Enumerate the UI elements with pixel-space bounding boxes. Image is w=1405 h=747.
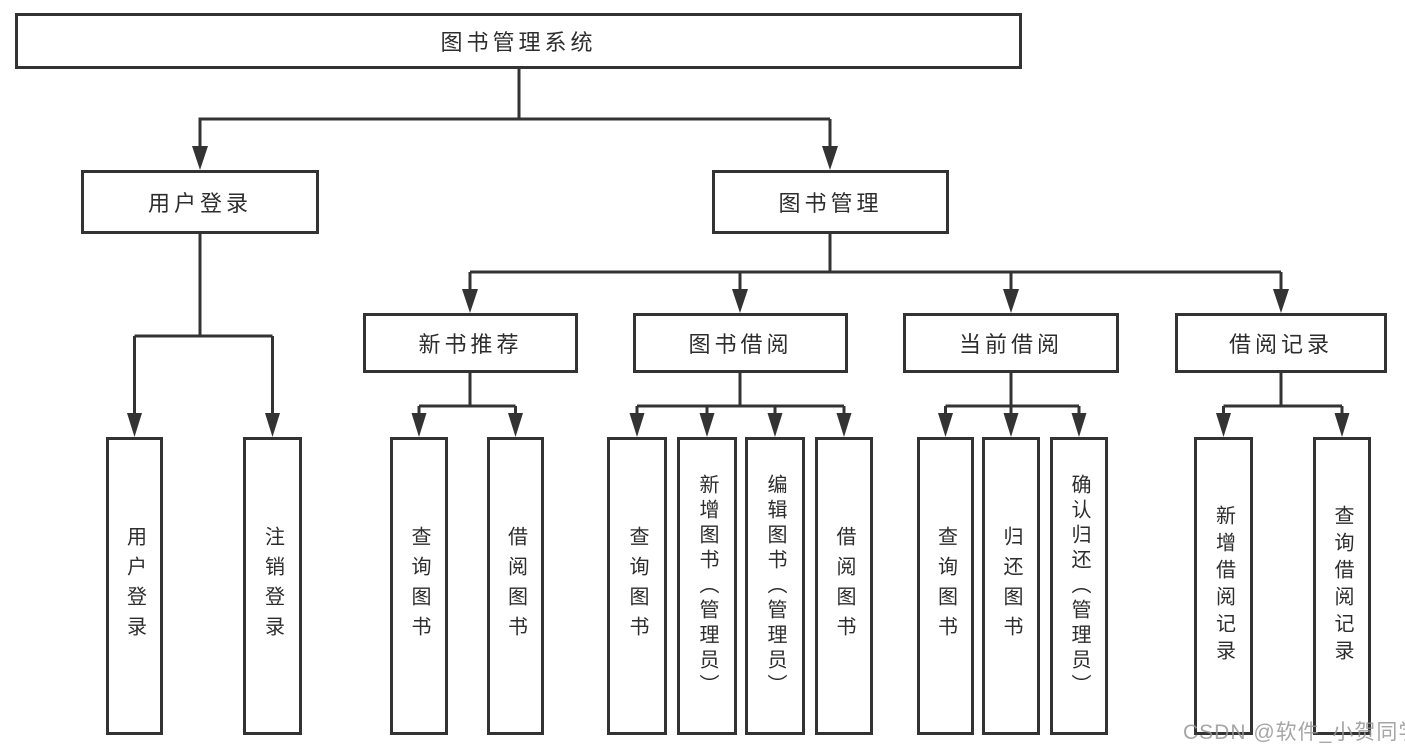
node-user-login-branch: 用户登录: [81, 170, 319, 234]
node-query-books-recommend: 查询图书: [390, 437, 448, 735]
node-add-books-admin: 新增图书（管理员）: [677, 437, 737, 735]
node-add-borrowing-record: 新增借阅记录: [1194, 437, 1253, 735]
node-logout-leaf: 注销登录: [243, 437, 302, 735]
node-borrowing-records: 借阅记录: [1175, 313, 1387, 373]
node-library-management-system: 图书管理系统: [15, 13, 1022, 69]
node-new-book-recommendation: 新书推荐: [363, 313, 578, 373]
arrowheads: [127, 146, 1350, 437]
node-current-borrowing: 当前借阅: [903, 313, 1119, 373]
connector-borrow-records-group: [1222, 373, 1344, 417]
node-query-books-borrowing: 查询图书: [607, 437, 667, 735]
node-borrow-books-leaf: 借阅图书: [815, 437, 873, 735]
csdn-watermark: CSDN @软件_小贺同学: [1183, 721, 1405, 744]
node-book-management-branch: 图书管理: [712, 170, 949, 234]
connector-book-borrow-group: [635, 373, 846, 417]
node-confirm-return-admin: 确认归还（管理员）: [1050, 437, 1108, 735]
node-user-login-leaf: 用户登录: [106, 437, 163, 735]
node-query-borrowing-record: 查询借阅记录: [1313, 437, 1371, 735]
node-borrow-books-recommend: 借阅图书: [487, 437, 544, 735]
node-edit-books-admin: 编辑图书（管理员）: [745, 437, 805, 735]
node-book-borrowing: 图书借阅: [633, 313, 848, 373]
connector-new-book-group: [417, 373, 517, 417]
connector-root-to-level1: [198, 69, 832, 150]
node-query-books-current: 查询图书: [917, 437, 974, 735]
node-return-books: 归还图书: [982, 437, 1040, 735]
connector-current-borrow-group: [944, 373, 1081, 417]
connector-user-login-to-leaves: [133, 233, 274, 417]
connector-book-management-to-groups: [468, 233, 1283, 293]
